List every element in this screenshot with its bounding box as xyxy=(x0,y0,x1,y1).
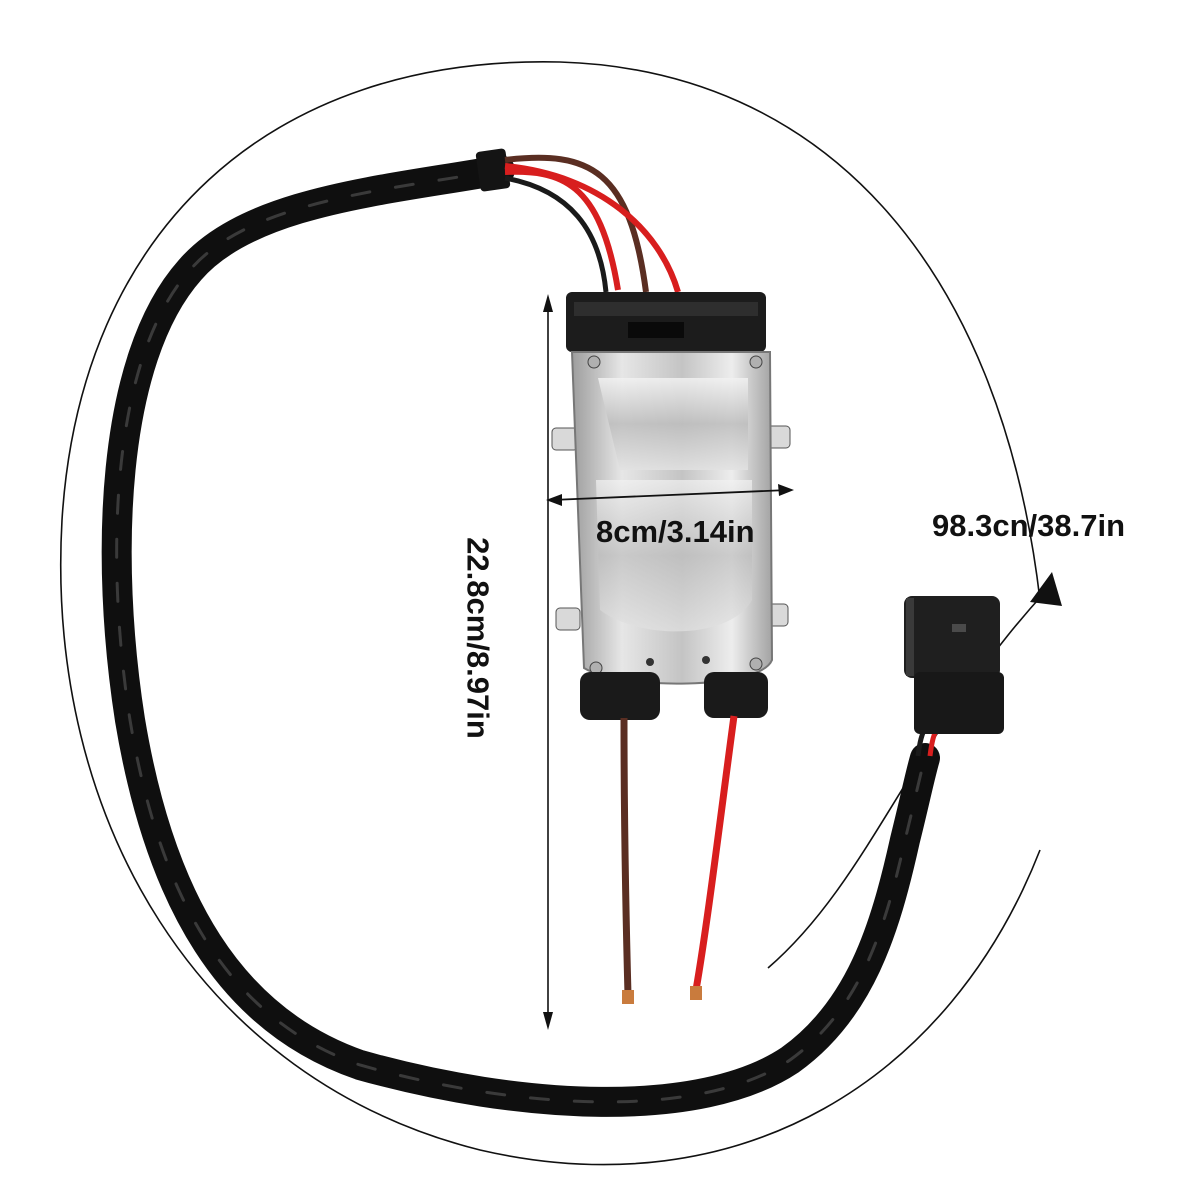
fan-control-module xyxy=(551,292,791,720)
height-dimension-label: 22.8cm/8.97in xyxy=(460,537,496,739)
bottom-wires xyxy=(620,715,738,1004)
cable-length-label: 98.3cn/38.7in xyxy=(932,508,1126,543)
height-arrow-bottom xyxy=(543,1012,553,1030)
top-wires xyxy=(504,154,681,293)
width-dimension-label: 8cm/3.14in xyxy=(596,514,755,549)
end-connector-plug xyxy=(904,596,1004,757)
cable-harness xyxy=(101,148,940,1117)
height-arrow-top xyxy=(543,294,553,312)
outline-loop xyxy=(60,61,1041,1166)
length-arrowhead xyxy=(1030,572,1062,606)
